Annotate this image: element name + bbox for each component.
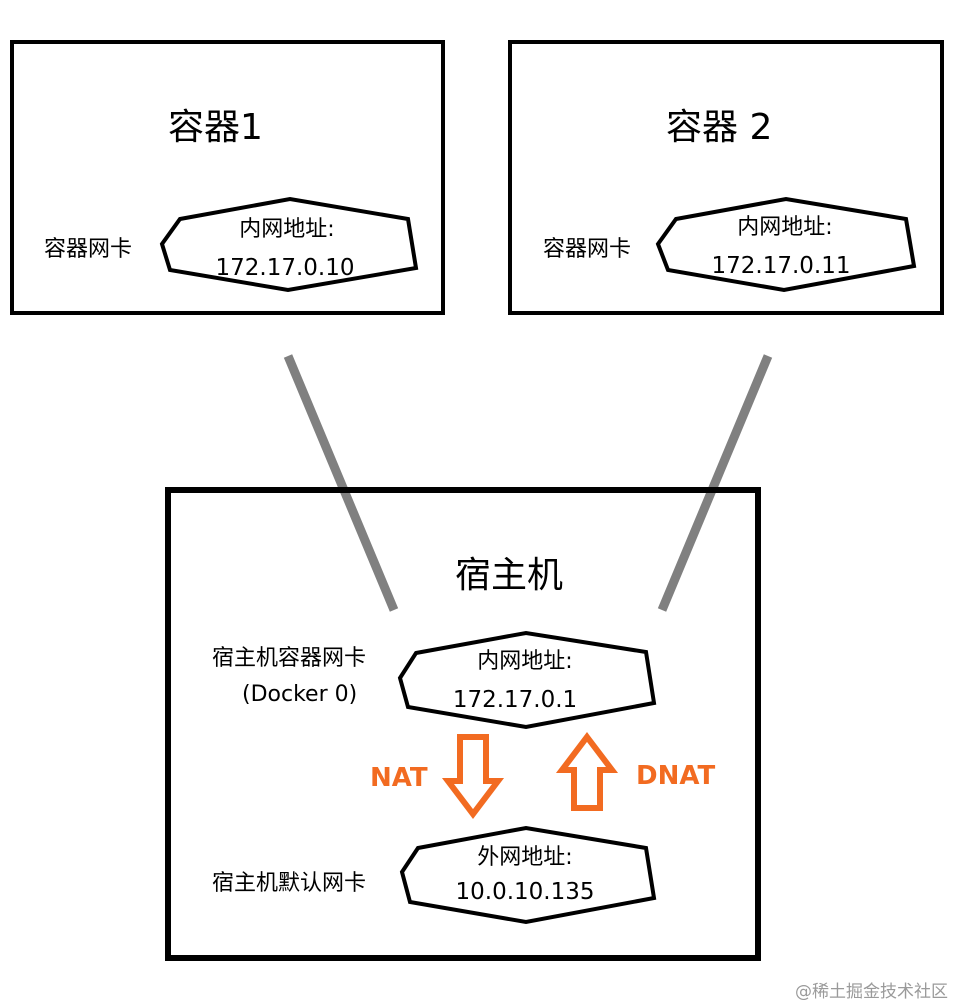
watermark-text: @稀土掘金技术社区	[795, 982, 948, 1002]
link-container1-to-host	[283, 354, 399, 612]
container1-box	[10, 40, 445, 315]
container1-addr: 172.17.0.10	[215, 255, 355, 281]
nat-label: NAT	[370, 763, 428, 793]
host-bridge-addr-label: 内网地址:	[477, 649, 573, 674]
host-title: 宿主机	[455, 555, 564, 596]
container1-nic-label: 容器网卡	[44, 237, 133, 262]
host-external-addr-label: 外网地址:	[477, 845, 573, 870]
container2-title: 容器 2	[666, 107, 773, 148]
host-bridge-hexagon	[397, 630, 657, 730]
container1-nic-hexagon	[159, 196, 419, 293]
host-default-nic-hexagon	[399, 825, 657, 925]
container1-addr-label: 内网地址:	[239, 217, 335, 242]
dnat-label: DNAT	[636, 761, 716, 791]
container2-addr-label: 内网地址:	[737, 215, 833, 240]
container2-addr: 172.17.0.11	[711, 253, 851, 279]
host-external-addr: 10.0.10.135	[455, 879, 595, 905]
host-bridge-addr: 172.17.0.1	[452, 687, 578, 713]
container2-nic-hexagon	[655, 196, 917, 293]
container2-box	[508, 40, 944, 315]
dnat-up-arrow	[555, 732, 619, 811]
host-bridge-sublabel: (Docker 0)	[242, 682, 358, 707]
nat-down-arrow	[441, 734, 505, 819]
host-default-nic-label: 宿主机默认网卡	[212, 871, 367, 896]
container2-nic-label: 容器网卡	[543, 237, 632, 262]
host-bridge-label: 宿主机容器网卡	[212, 646, 367, 671]
host-box	[165, 487, 761, 961]
container1-title: 容器1	[168, 107, 263, 148]
link-container2-to-host	[657, 354, 773, 612]
